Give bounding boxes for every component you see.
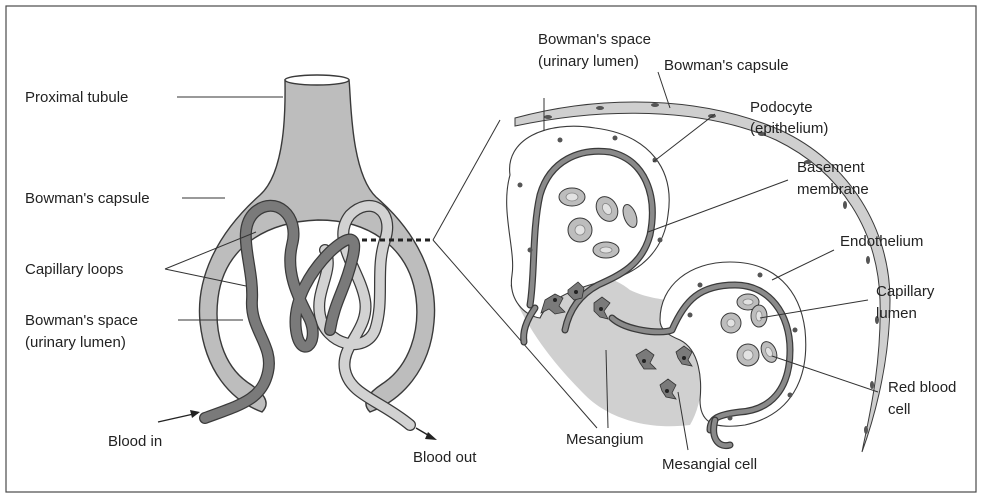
- label-blood-in: Blood in: [108, 433, 162, 450]
- label-capillary-lumen-1: Capillary: [876, 283, 935, 300]
- proximal-tubule-opening: [285, 75, 349, 85]
- label-bowmans-space-right-1: Bowman's space: [538, 31, 651, 48]
- label-proximal-tubule: Proximal tubule: [25, 89, 128, 106]
- label-basement-2: membrane: [797, 181, 869, 198]
- label-capillary-lumen-2: lumen: [876, 305, 917, 322]
- enlarged-section: [507, 102, 890, 452]
- label-mesangial-cell: Mesangial cell: [662, 456, 757, 473]
- label-blood-out: Blood out: [413, 449, 477, 466]
- blood-in-arrowhead: [190, 410, 200, 418]
- zoom-line-top: [433, 120, 500, 240]
- label-endothelium: Endothelium: [840, 233, 923, 250]
- blood-out-arrowhead: [425, 432, 437, 440]
- glomerulus-overview: [158, 75, 437, 440]
- label-podocyte-2: (epithelium): [750, 120, 828, 137]
- label-red-blood-2: cell: [888, 401, 911, 418]
- label-basement-1: Basement: [797, 159, 865, 176]
- figure-frame: [6, 6, 976, 492]
- label-red-blood-1: Red blood: [888, 379, 956, 396]
- label-mesangium: Mesangium: [566, 431, 644, 448]
- label-bowmans-space-left-1: Bowman's space: [25, 312, 138, 329]
- bowmans-capsule-shape: [199, 80, 434, 412]
- label-bowmans-space-left-2: (urinary lumen): [25, 334, 126, 351]
- label-podocyte-1: Podocyte: [750, 99, 813, 116]
- label-bowmans-capsule-right: Bowman's capsule: [664, 57, 789, 74]
- label-capillary-loops: Capillary loops: [25, 261, 123, 278]
- label-bowmans-capsule-left: Bowman's capsule: [25, 190, 150, 207]
- label-bowmans-space-right-2: (urinary lumen): [538, 53, 639, 70]
